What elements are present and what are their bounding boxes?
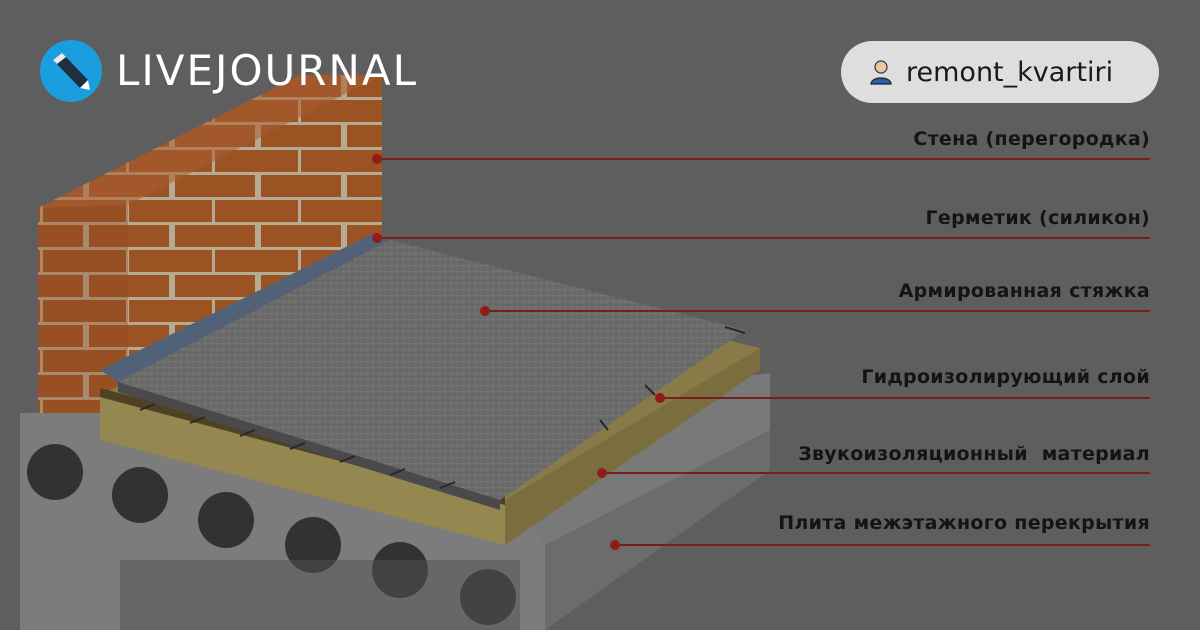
- livejournal-pencil-icon: [40, 40, 102, 102]
- author-badge[interactable]: remont_kvartiri: [841, 41, 1159, 103]
- label-waterproofing: Гидроизолирующий слой: [861, 366, 1150, 388]
- label-wall: Стена (перегородка): [913, 128, 1150, 150]
- label-floor-slab: Плита межэтажного перекрытия: [778, 512, 1150, 534]
- user-icon: [870, 60, 892, 85]
- livejournal-brand[interactable]: LIVEJOURNAL: [40, 40, 418, 102]
- reinforced-screed: [118, 240, 746, 510]
- livejournal-wordmark: LIVEJOURNAL: [116, 46, 418, 95]
- label-sound-insulation: Звукоизоляционный материал: [798, 443, 1150, 465]
- sealant-strip: [100, 233, 390, 382]
- author-username[interactable]: remont_kvartiri: [906, 56, 1114, 88]
- label-sealant: Герметик (силикон): [925, 207, 1150, 229]
- label-reinforced-screed: Армированная стяжка: [898, 280, 1150, 302]
- leader-lines: [372, 154, 1150, 550]
